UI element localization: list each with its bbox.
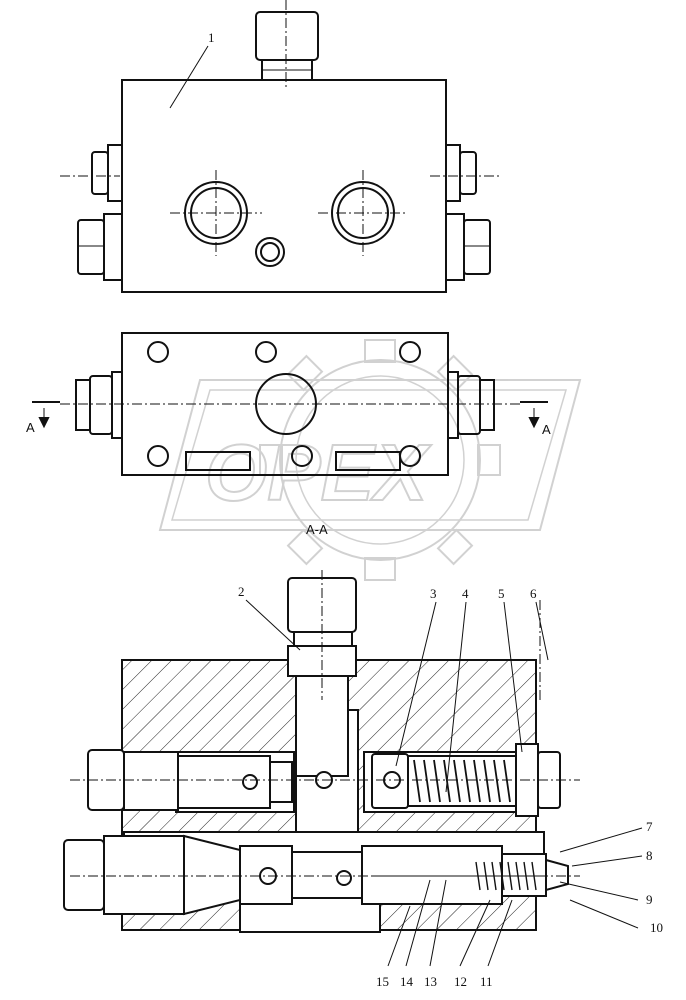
part-label-11: 11 [480, 974, 493, 989]
part-label-4: 4 [462, 586, 469, 601]
part-labels: 1 2 3 4 5 6 7 8 9 10 11 12 13 14 15 [208, 30, 663, 989]
part-label-15: 15 [376, 974, 389, 989]
top-view [60, 0, 500, 293]
section-marker-left: A [26, 420, 35, 435]
part-label-12: 12 [454, 974, 467, 989]
middle-view [60, 332, 520, 476]
part-label-3: 3 [430, 586, 437, 601]
part-label-13: 13 [424, 974, 437, 989]
part-label-9: 9 [646, 892, 653, 907]
leader-lines [169, 45, 643, 967]
opex-watermark: OPEX [158, 339, 582, 581]
part-label-5: 5 [498, 586, 505, 601]
watermark-text: OPEX [205, 428, 432, 517]
part-label-7: 7 [646, 819, 653, 834]
part-label-1: 1 [208, 30, 215, 45]
section-title: A-A [306, 522, 328, 537]
section-markers [32, 401, 548, 429]
part-label-8: 8 [646, 848, 653, 863]
part-label-14: 14 [400, 974, 414, 989]
section-view [63, 570, 580, 933]
part-label-2: 2 [238, 584, 245, 599]
part-label-6: 6 [530, 586, 537, 601]
part-label-10: 10 [650, 920, 663, 935]
section-marker-right: A [542, 422, 551, 437]
